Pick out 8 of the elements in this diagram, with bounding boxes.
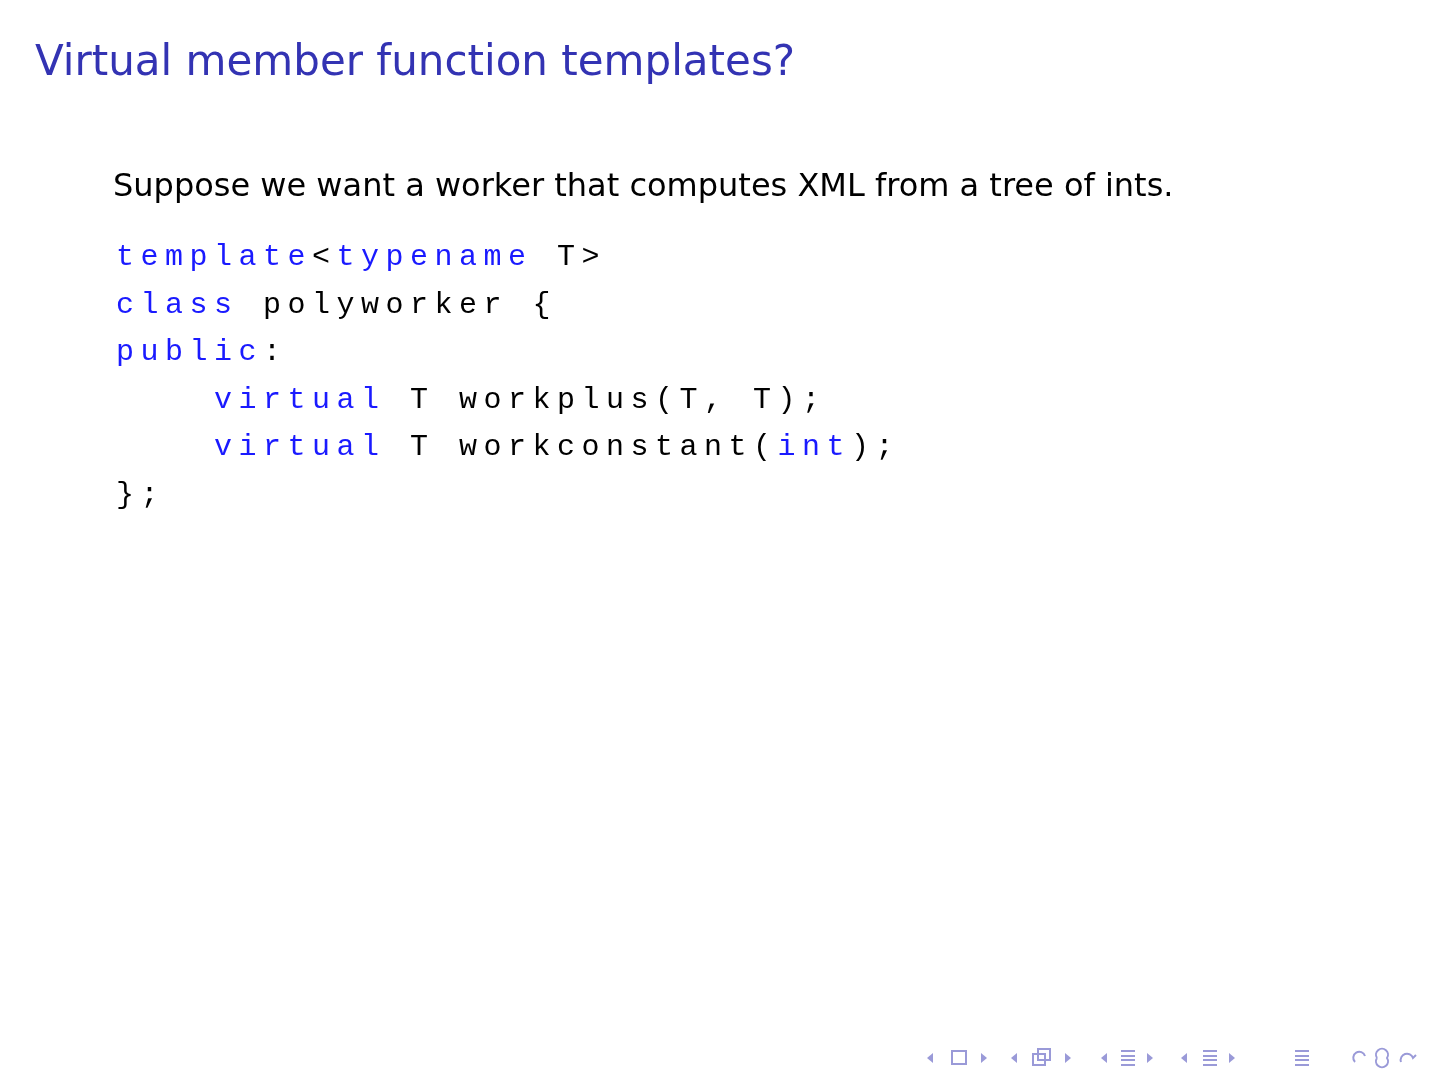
code-line: template<typename T> — [116, 240, 607, 274]
code-line: virtual T workplus(T, T); — [214, 382, 827, 417]
code-line: public: — [116, 335, 288, 369]
code-line: class polyworker { — [116, 287, 558, 322]
body-text: Suppose we want a worker that computes XML from a tree of ints. — [113, 166, 1174, 204]
code-line: virtual T workconstant(int); — [214, 430, 901, 464]
code-line: }; — [116, 477, 165, 512]
slide-title: Virtual member function templates? — [35, 36, 796, 85]
